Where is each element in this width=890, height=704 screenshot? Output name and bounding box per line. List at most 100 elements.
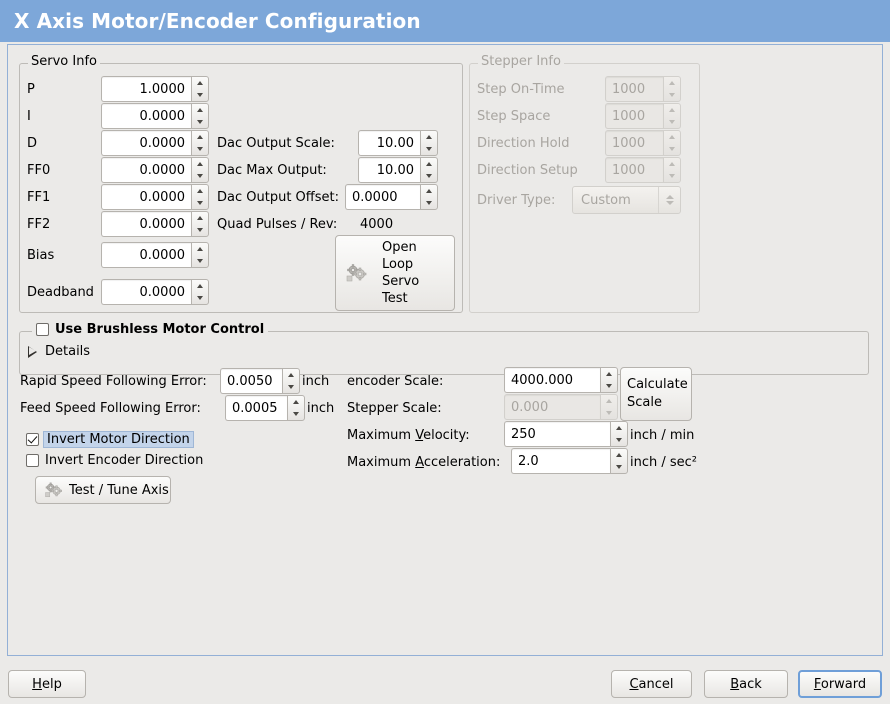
servo-spin-ff2-buttons[interactable]	[191, 211, 209, 237]
spin-down-icon[interactable]	[421, 170, 437, 182]
spin-up-icon[interactable]	[288, 396, 304, 408]
maximum-acceleration-spin[interactable]: 2.0	[511, 448, 628, 474]
invert-motor-direction-checkbox[interactable]: Invert Motor Direction	[26, 431, 194, 448]
use-brushless-motor-control-checkbox[interactable]: Use Brushless Motor Control	[32, 322, 269, 337]
servo-value-ff2[interactable]: 0.0000	[101, 211, 191, 237]
spin-up-icon[interactable]	[192, 243, 208, 255]
forward-button[interactable]: Forward	[798, 670, 882, 698]
details-expander[interactable]: Details	[28, 344, 90, 359]
back-button[interactable]: Back	[704, 670, 788, 698]
checkbox-box[interactable]	[26, 433, 39, 446]
spin-up-icon[interactable]	[192, 185, 208, 197]
test-tune-axis-button[interactable]: Test / Tune Axis	[35, 476, 171, 504]
spin-down-icon[interactable]	[192, 143, 208, 155]
spin-down-icon[interactable]	[611, 434, 627, 446]
encoder-scale-value[interactable]: 4000.000	[504, 367, 600, 393]
spin-up-icon[interactable]	[421, 185, 437, 197]
servo-spin-ff1[interactable]: 0.0000	[101, 184, 209, 210]
dac-max-output-value[interactable]: 10.00	[358, 157, 420, 183]
encoder-scale-spin[interactable]: 4000.000	[504, 367, 618, 393]
content-panel: Servo Info P I D FF0 FF1 FF2 Bias Deadba…	[7, 44, 883, 656]
servo-spin-i[interactable]: 0.0000	[101, 103, 209, 129]
maximum-acceleration-value[interactable]: 2.0	[511, 448, 610, 474]
spin-down-icon[interactable]	[192, 197, 208, 209]
dac-output-scale-value[interactable]: 10.00	[358, 130, 420, 156]
spin-down-icon[interactable]	[192, 292, 208, 304]
servo-spin-deadband[interactable]: 0.0000	[101, 279, 209, 305]
help-button[interactable]: Help	[8, 670, 86, 698]
servo-value-d[interactable]: 0.0000	[101, 130, 191, 156]
servo-spin-p-buttons[interactable]	[191, 76, 209, 102]
spin-down-icon[interactable]	[192, 170, 208, 182]
dac-output-offset-value[interactable]: 0.0000	[345, 184, 420, 210]
rapid-speed-following-error-value[interactable]: 0.0050	[220, 368, 282, 394]
dac-max-output-buttons[interactable]	[420, 157, 438, 183]
spin-up-icon[interactable]	[611, 449, 627, 461]
spin-down-icon[interactable]	[192, 255, 208, 267]
spin-down-icon[interactable]	[283, 381, 299, 393]
spin-down-icon[interactable]	[421, 197, 437, 209]
feed-spin-buttons[interactable]	[287, 395, 305, 421]
servo-spin-d-buttons[interactable]	[191, 130, 209, 156]
servo-spin-d[interactable]: 0.0000	[101, 130, 209, 156]
feed-speed-following-error-value[interactable]: 0.0005	[225, 395, 287, 421]
dac-output-offset-buttons[interactable]	[420, 184, 438, 210]
servo-spin-ff2[interactable]: 0.0000	[101, 211, 209, 237]
servo-value-ff0[interactable]: 0.0000	[101, 157, 191, 183]
dac-output-offset-spin[interactable]: 0.0000	[345, 184, 438, 210]
maximum-velocity-spin[interactable]: 250	[504, 421, 628, 447]
servo-value-bias[interactable]: 0.0000	[101, 242, 191, 268]
servo-spin-ff1-buttons[interactable]	[191, 184, 209, 210]
servo-spin-deadband-buttons[interactable]	[191, 279, 209, 305]
checkbox-box[interactable]	[36, 323, 49, 336]
spin-up-icon[interactable]	[192, 131, 208, 143]
spin-up-icon[interactable]	[192, 212, 208, 224]
cancel-button[interactable]: Cancel	[611, 670, 692, 698]
dac-output-scale-spin[interactable]: 10.00	[358, 130, 438, 156]
spin-up-icon[interactable]	[283, 369, 299, 381]
spin-down-icon[interactable]	[192, 89, 208, 101]
window-titlebar: X Axis Motor/Encoder Configuration	[0, 0, 890, 42]
forward-label-post: orward	[820, 676, 867, 692]
servo-spin-ff0-buttons[interactable]	[191, 157, 209, 183]
spin-down-icon[interactable]	[611, 461, 627, 473]
rapid-speed-following-error-spin[interactable]: 0.0050	[220, 368, 300, 394]
spin-down-icon[interactable]	[601, 380, 617, 392]
encoder-scale-buttons[interactable]	[600, 367, 618, 393]
spin-up-icon[interactable]	[192, 104, 208, 116]
spin-down-icon[interactable]	[421, 143, 437, 155]
servo-spin-i-buttons[interactable]	[191, 103, 209, 129]
maximum-acceleration-buttons[interactable]	[610, 448, 628, 474]
invert-encoder-direction-checkbox[interactable]: Invert Encoder Direction	[26, 453, 203, 468]
servo-value-i[interactable]: 0.0000	[101, 103, 191, 129]
checkbox-box[interactable]	[26, 454, 39, 467]
spin-up-icon[interactable]	[192, 158, 208, 170]
servo-value-p[interactable]: 1.0000	[101, 76, 191, 102]
spin-up-icon[interactable]	[421, 131, 437, 143]
rapid-spin-buttons[interactable]	[282, 368, 300, 394]
servo-value-deadband[interactable]: 0.0000	[101, 279, 191, 305]
spin-up-icon[interactable]	[192, 280, 208, 292]
dac-max-output-spin[interactable]: 10.00	[358, 157, 438, 183]
spin-down-icon[interactable]	[192, 116, 208, 128]
spin-up-icon[interactable]	[192, 77, 208, 89]
servo-spin-ff0[interactable]: 0.0000	[101, 157, 209, 183]
spin-up-icon[interactable]	[421, 158, 437, 170]
spin-up-icon[interactable]	[611, 422, 627, 434]
spin-up-icon[interactable]	[601, 368, 617, 380]
maximum-velocity-buttons[interactable]	[610, 421, 628, 447]
spin-down-icon[interactable]	[288, 408, 304, 420]
servo-value-ff1[interactable]: 0.0000	[101, 184, 191, 210]
servo-spin-bias[interactable]: 0.0000	[101, 242, 209, 268]
servo-spin-bias-buttons[interactable]	[191, 242, 209, 268]
chevron-right-icon[interactable]	[28, 345, 37, 358]
gears-icon	[344, 262, 370, 284]
dac-output-scale-buttons[interactable]	[420, 130, 438, 156]
calculate-scale-button[interactable]: Calculate Scale	[620, 367, 692, 421]
spin-down-icon[interactable]	[192, 224, 208, 236]
feed-speed-following-error-spin[interactable]: 0.0005	[225, 395, 305, 421]
step-space-spin: 1000	[605, 103, 681, 129]
servo-spin-p[interactable]: 1.0000	[101, 76, 209, 102]
maximum-velocity-value[interactable]: 250	[504, 421, 610, 447]
open-loop-servo-test-button[interactable]: Open Loop Servo Test	[335, 235, 455, 311]
